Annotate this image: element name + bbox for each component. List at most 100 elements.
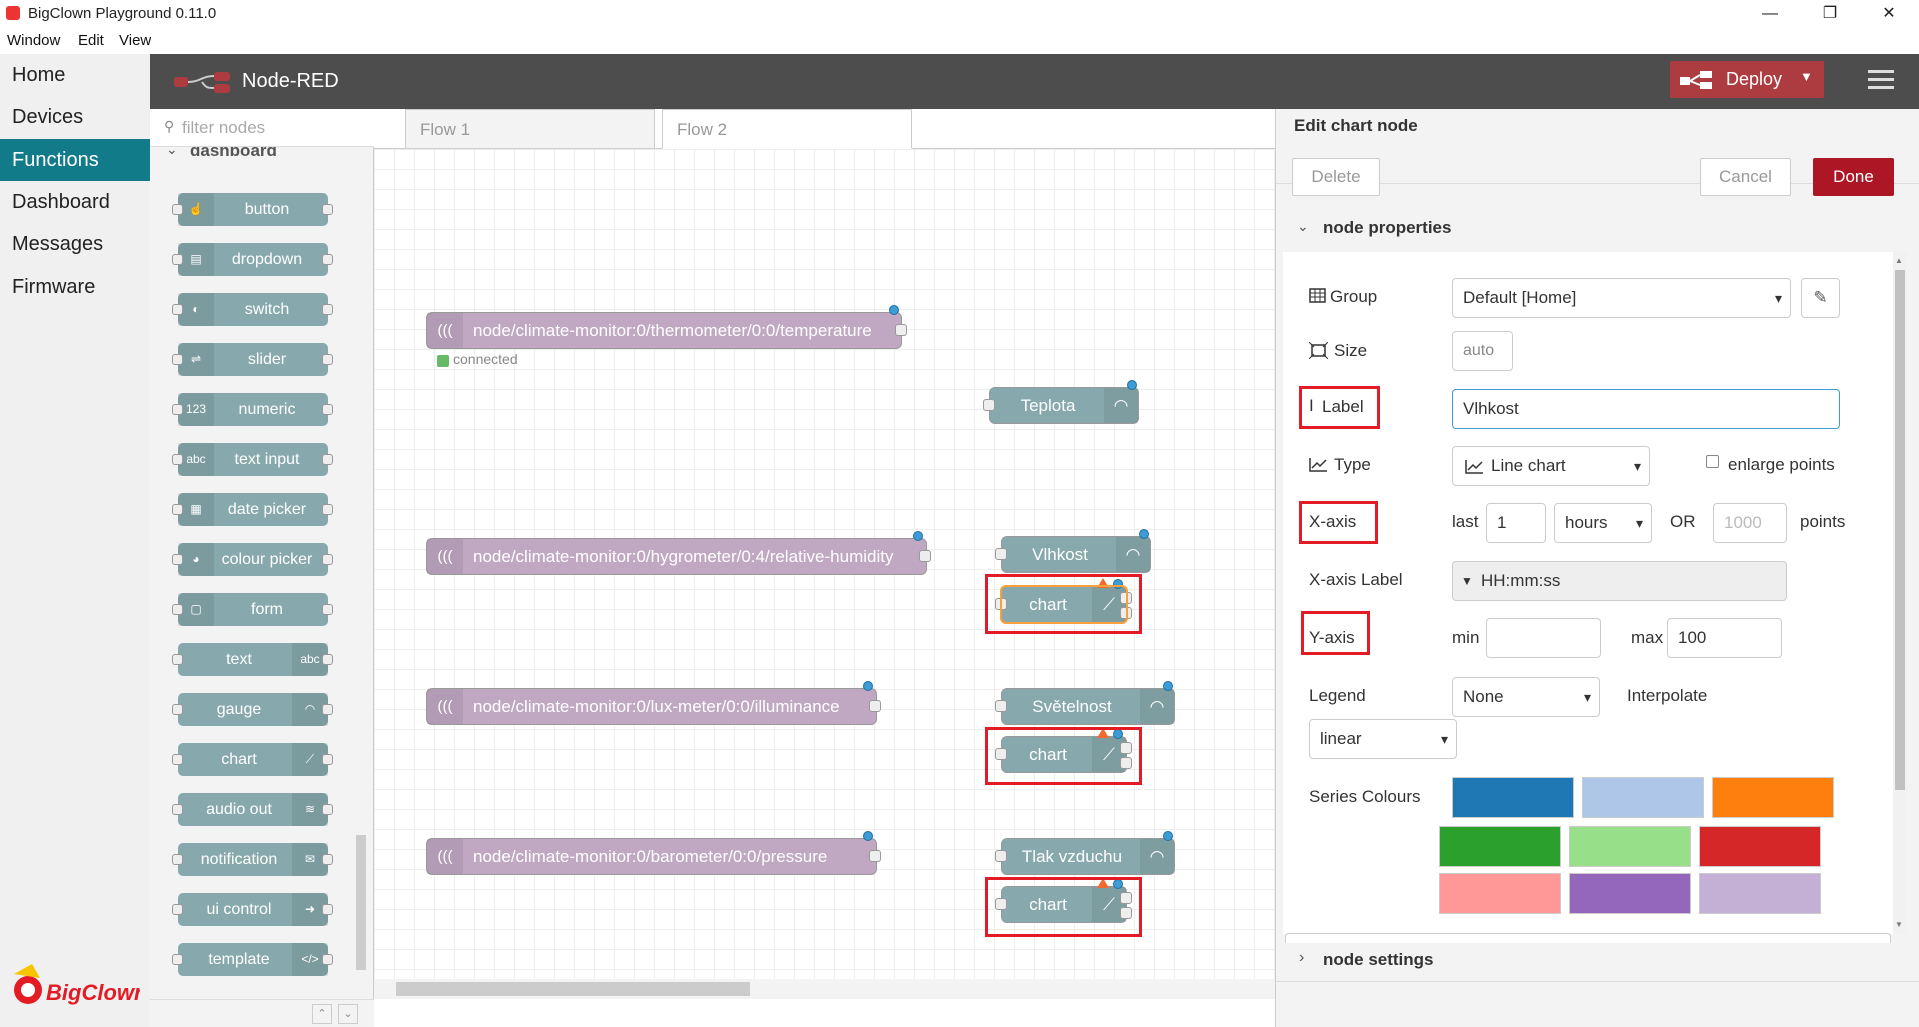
node-port[interactable] <box>995 850 1007 862</box>
node-port[interactable] <box>1120 907 1132 919</box>
palette-node-switch[interactable]: ◐switch <box>178 293 328 326</box>
enlarge-points-checkbox[interactable] <box>1706 455 1719 468</box>
gauge-svetelnost[interactable]: ◠Světelnost <box>1001 688 1175 725</box>
palette-node-notification[interactable]: ✉notification <box>178 843 328 876</box>
palette-node-chart[interactable]: ⟋chart <box>178 743 328 776</box>
palette-filter[interactable]: ⚲ filter nodes <box>150 109 374 147</box>
palette-node-dropdown[interactable]: ▤dropdown <box>178 243 328 276</box>
deploy-button[interactable]: Deploy ▼ <box>1670 61 1824 98</box>
filter-input[interactable]: filter nodes <box>182 118 266 137</box>
nav-dashboard[interactable]: Dashboard <box>12 191 110 213</box>
mqtt-in-humidity[interactable]: (((node/climate-monitor:0/hygrometer/0:4… <box>426 538 927 575</box>
section-node-properties[interactable]: ⌄ node properties <box>1297 218 1452 237</box>
collapse-all-icon[interactable]: ⌃ <box>312 1004 332 1024</box>
tab-flow-1[interactable]: Flow 1 <box>405 109 655 149</box>
palette-node-label: button <box>244 201 290 218</box>
palette-node-audio-out[interactable]: ≋audio out <box>178 793 328 826</box>
node-port[interactable] <box>983 399 995 411</box>
node-port[interactable] <box>869 850 881 862</box>
gauge-vlhkost[interactable]: ◠Vlhkost <box>1001 536 1151 573</box>
palette-node-ui-control[interactable]: ➜ui control <box>178 893 328 926</box>
xaxis-format-input[interactable]: ▼ HH:mm:ss <box>1452 561 1787 601</box>
colour-swatch-3[interactable] <box>1712 777 1834 818</box>
menu-view[interactable]: View <box>119 32 152 49</box>
node-port[interactable] <box>1120 892 1132 904</box>
group-select[interactable]: Default [Home] <box>1452 278 1791 318</box>
expand-all-icon[interactable]: ⌄ <box>338 1004 358 1024</box>
palette-scrollbar[interactable] <box>356 155 366 975</box>
palette-node-gauge[interactable]: ◠gauge <box>178 693 328 726</box>
nodered-title: Node-RED <box>242 70 339 92</box>
node-port[interactable] <box>995 748 1007 760</box>
palette-node-template[interactable]: </>template <box>178 943 328 976</box>
restore-icon[interactable]: ❐ <box>1822 5 1838 22</box>
gauge-tlak-vzduchu[interactable]: ◠Tlak vzduchu <box>1001 838 1175 875</box>
port <box>322 204 333 215</box>
type-select[interactable]: Line chart <box>1452 446 1650 486</box>
deploy-dropdown-icon[interactable]: ▼ <box>1800 69 1813 84</box>
section-node-settings[interactable]: › node settings <box>1299 949 1434 969</box>
colour-swatch-1[interactable] <box>1452 777 1574 818</box>
palette-node-form[interactable]: ▢form <box>178 593 328 626</box>
node-port[interactable] <box>995 898 1007 910</box>
colour-swatch-9[interactable] <box>1699 873 1821 914</box>
nav-firmware[interactable]: Firmware <box>12 276 96 298</box>
colour-swatch-4[interactable] <box>1439 826 1561 867</box>
menu-window[interactable]: Window <box>7 32 61 49</box>
node-port[interactable] <box>869 700 881 712</box>
node-port[interactable] <box>1120 742 1132 754</box>
tab-flow-2[interactable]: Flow 2 <box>662 109 912 149</box>
last-input[interactable]: 1 <box>1486 503 1546 543</box>
units-select[interactable]: hours <box>1554 503 1652 543</box>
port <box>322 704 333 715</box>
colour-swatch-8[interactable] <box>1569 873 1691 914</box>
port <box>172 904 183 915</box>
node-port[interactable] <box>995 700 1007 712</box>
colour-swatch-6[interactable] <box>1699 826 1821 867</box>
canvas-scrollbar[interactable] <box>374 979 1275 999</box>
cancel-button[interactable]: Cancel <box>1700 158 1791 196</box>
min-input[interactable] <box>1486 618 1601 658</box>
delete-button[interactable]: Delete <box>1292 158 1380 196</box>
interpolate-select[interactable]: linear <box>1309 719 1457 759</box>
node-port[interactable] <box>1120 757 1132 769</box>
palette-node-button[interactable]: ☝button <box>178 193 328 226</box>
points-input[interactable]: 1000 <box>1713 503 1787 543</box>
colour-swatch-5[interactable] <box>1569 826 1691 867</box>
chart-3[interactable]: ⟋chart <box>1001 886 1127 923</box>
palette-node-colour-picker[interactable]: ◕colour picker <box>178 543 328 576</box>
menu-edit[interactable]: Edit <box>78 32 104 49</box>
notification-node-icon: ✉ <box>292 843 328 876</box>
svg-text:BigClown: BigClown <box>46 980 140 1005</box>
nav-devices[interactable]: Devices <box>12 106 84 128</box>
size-button[interactable]: auto <box>1452 331 1513 371</box>
main-menu-icon[interactable] <box>1868 66 1894 92</box>
label-input[interactable]: Vlhkost <box>1452 389 1840 429</box>
text-node-icon: abc <box>292 643 328 676</box>
mqtt-in-temperature[interactable]: (((node/climate-monitor:0/thermometer/0:… <box>426 312 902 349</box>
max-input[interactable]: 100 <box>1667 618 1782 658</box>
nav-home[interactable]: Home <box>12 64 66 86</box>
nav-functions[interactable]: Functions <box>0 139 150 181</box>
node-port[interactable] <box>919 550 931 562</box>
form-scrollbar[interactable]: ▲ ▼ <box>1893 252 1907 934</box>
gauge-teplota[interactable]: ◠Teplota <box>989 387 1139 424</box>
edit-group-pencil-icon[interactable]: ✎ <box>1801 278 1840 318</box>
palette-category-header[interactable]: ⌄ dashboard <box>166 147 277 160</box>
done-button[interactable]: Done <box>1813 158 1894 196</box>
colour-swatch-7[interactable] <box>1439 873 1561 914</box>
colour-swatch-2[interactable] <box>1582 777 1704 818</box>
minimize-icon[interactable]: — <box>1762 5 1778 22</box>
close-icon[interactable]: ✕ <box>1882 5 1896 22</box>
palette-node-slider[interactable]: ⇌slider <box>178 343 328 376</box>
mqtt-in-illuminance[interactable]: (((node/climate-monitor:0/lux-meter/0:0/… <box>426 688 877 725</box>
nav-messages[interactable]: Messages <box>12 233 104 255</box>
node-port[interactable] <box>995 548 1007 560</box>
node-port[interactable] <box>895 324 907 336</box>
palette-node-date-picker[interactable]: ▦date picker <box>178 493 328 526</box>
legend-select[interactable]: None <box>1452 677 1600 717</box>
mqtt-in-pressure[interactable]: (((node/climate-monitor:0/barometer/0:0/… <box>426 838 877 875</box>
